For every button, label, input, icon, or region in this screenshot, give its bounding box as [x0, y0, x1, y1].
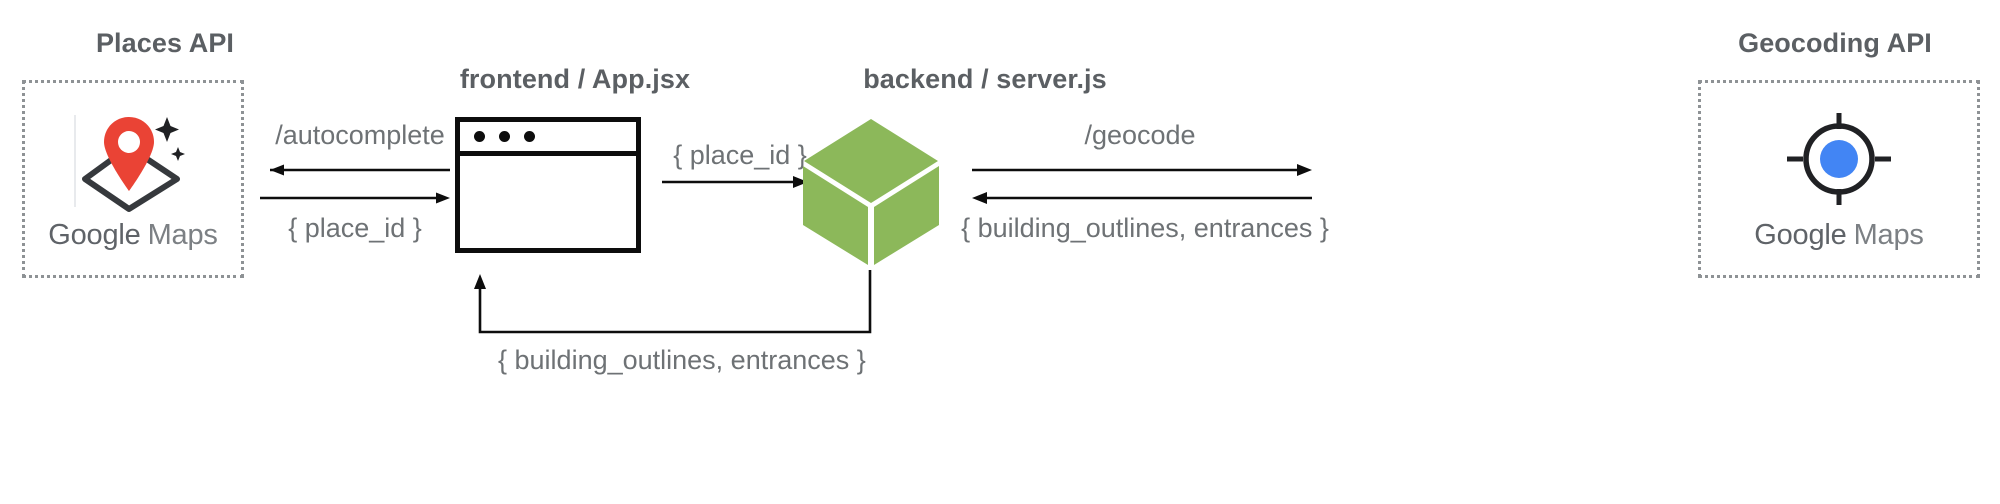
geocode-response-edge-label: { building_outlines, entrances }: [961, 213, 1329, 243]
browser-dot-2: [499, 131, 510, 142]
browser-dot-3: [524, 131, 535, 142]
backend-frontend-loop-arrow: [474, 270, 872, 334]
browser-dot-1: [474, 131, 485, 142]
backend-frontend-loop-edge-label: { building_outlines, entrances }: [498, 345, 866, 375]
backend-title: backend / server.js: [863, 64, 1107, 94]
google-wordmark-secondary: Maps: [147, 218, 218, 251]
google-wordmark-primary: Google: [48, 218, 141, 251]
place-id-forward-edge-label: { place_id }: [673, 140, 807, 170]
backend-geocoding-arrow-pair: [972, 164, 1312, 204]
google-maps-pin-icon: [73, 107, 193, 215]
google-maps-crosshair-icon: [1779, 107, 1899, 215]
browser-titlebar: [460, 122, 636, 156]
frontend-title: frontend / App.jsx: [459, 64, 691, 94]
green-cube-icon: [800, 115, 942, 267]
geocoding-api-title: Geocoding API: [1738, 28, 1932, 58]
browser-window-icon: [455, 117, 641, 253]
autocomplete-edge-label: /autocomplete: [275, 120, 445, 150]
place-id-response-edge-label: { place_id }: [288, 213, 422, 243]
google-wordmark-primary: Google: [1754, 218, 1847, 251]
places-api-title: Places API: [95, 28, 235, 58]
frontend-backend-arrow: [662, 176, 808, 188]
places-frontend-arrow-pair: [260, 164, 450, 204]
geocode-edge-label: /geocode: [1084, 120, 1196, 150]
google-wordmark-secondary: Maps: [1853, 218, 1924, 251]
